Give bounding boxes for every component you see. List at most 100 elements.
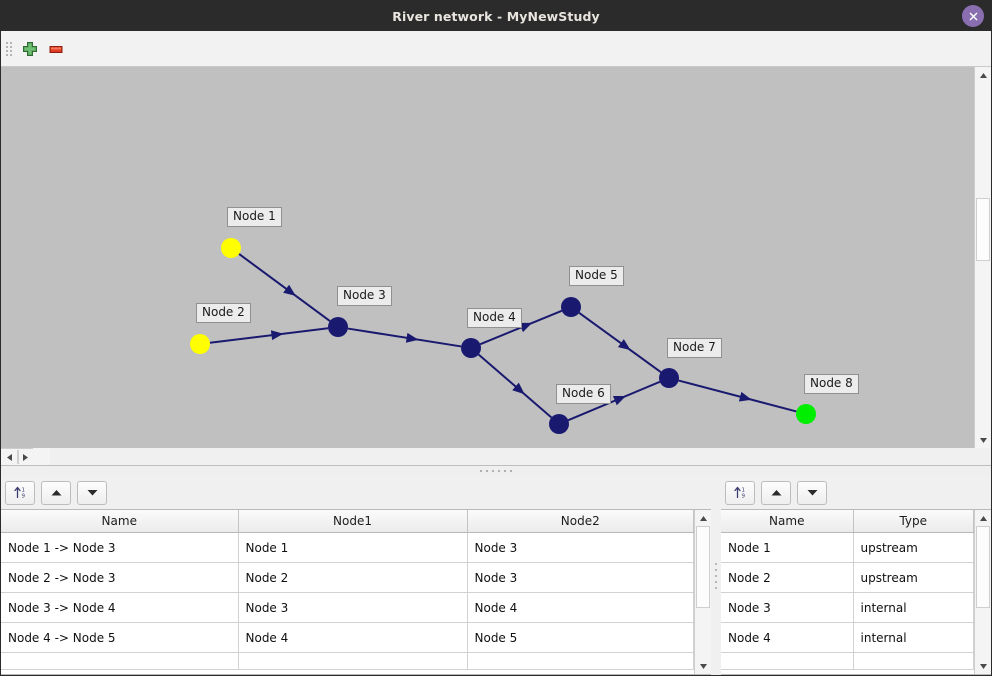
horizontal-splitter[interactable] bbox=[1, 465, 991, 476]
table-cell[interactable]: Node 4 bbox=[467, 592, 694, 623]
canvas-vertical-scrollbar[interactable] bbox=[974, 67, 991, 448]
branch-sort-button[interactable]: 1 9 bbox=[5, 480, 35, 505]
table-cell[interactable]: Node 2 -> Node 3 bbox=[1, 562, 239, 593]
branch-scroll-thumb[interactable] bbox=[696, 526, 710, 608]
column-header[interactable]: Type bbox=[853, 510, 974, 533]
table-cell[interactable]: Node 1 -> Node 3 bbox=[1, 532, 239, 563]
table-cell[interactable]: Node 1 bbox=[721, 532, 854, 563]
edge-line[interactable] bbox=[578, 312, 662, 373]
table-cell[interactable]: upstream bbox=[853, 562, 974, 593]
add-node-button[interactable] bbox=[17, 36, 43, 62]
node-scroll-track[interactable] bbox=[975, 526, 991, 658]
scroll-down-button[interactable] bbox=[975, 432, 991, 448]
node-label[interactable]: Node 5 bbox=[569, 266, 624, 286]
arrow-up-icon bbox=[771, 490, 781, 496]
branch-scroll-down-button[interactable] bbox=[695, 658, 711, 674]
table-cell[interactable]: Node 3 bbox=[721, 592, 854, 623]
table-cell[interactable]: internal bbox=[853, 622, 974, 653]
branch-table-scrollbar[interactable] bbox=[694, 510, 711, 674]
node-scroll-down-button[interactable] bbox=[975, 658, 991, 674]
edge-line[interactable] bbox=[347, 327, 462, 348]
node-scroll-thumb[interactable] bbox=[976, 526, 990, 608]
network-node[interactable] bbox=[461, 338, 481, 358]
network-node[interactable] bbox=[549, 414, 569, 434]
table-cell[interactable]: Node 3 bbox=[467, 562, 694, 593]
edge-line[interactable] bbox=[678, 379, 797, 413]
table-cell[interactable]: Node 3 bbox=[467, 532, 694, 563]
remove-node-button[interactable] bbox=[43, 36, 69, 62]
network-canvas[interactable]: Node 1 Node 2 Node 3 Node 4 Node 5 Node 6 Node… bbox=[1, 67, 974, 448]
node-sort-button[interactable]: 1 9 bbox=[725, 480, 755, 505]
edge-line[interactable] bbox=[209, 327, 329, 344]
table-cell[interactable]: Node 4 bbox=[238, 622, 468, 653]
branch-scroll-track[interactable] bbox=[695, 526, 711, 658]
network-node[interactable] bbox=[796, 404, 816, 424]
node-table-scrollbar[interactable] bbox=[974, 510, 991, 674]
table-cell-empty[interactable] bbox=[721, 652, 854, 670]
close-button[interactable] bbox=[962, 5, 984, 27]
column-header[interactable]: Node2 bbox=[467, 510, 694, 533]
edge-line[interactable] bbox=[238, 253, 331, 322]
table-cell[interactable]: Node 3 bbox=[238, 592, 468, 623]
column-header[interactable]: Name bbox=[721, 510, 854, 533]
node-label[interactable]: Node 1 bbox=[227, 207, 282, 227]
table-cell-empty[interactable] bbox=[853, 652, 974, 670]
node-row-empty[interactable] bbox=[721, 652, 974, 670]
canvas-vscroll-thumb[interactable] bbox=[976, 198, 990, 261]
table-cell[interactable]: Node 5 bbox=[467, 622, 694, 653]
node-label[interactable]: Node 4 bbox=[467, 308, 522, 328]
edge-line[interactable] bbox=[567, 380, 661, 422]
node-move-down-button[interactable] bbox=[797, 480, 827, 505]
network-node[interactable] bbox=[221, 238, 241, 258]
table-cell-empty[interactable] bbox=[467, 652, 694, 670]
canvas-vscroll-track[interactable] bbox=[975, 83, 991, 432]
node-move-up-button[interactable] bbox=[761, 480, 791, 505]
vertical-splitter[interactable] bbox=[711, 476, 721, 675]
scroll-up-button[interactable] bbox=[975, 67, 991, 83]
canvas-hscroll-thumb[interactable] bbox=[17, 450, 19, 464]
table-cell[interactable]: internal bbox=[853, 592, 974, 623]
column-header[interactable]: Name bbox=[1, 510, 239, 533]
node-label[interactable]: Node 3 bbox=[337, 286, 392, 306]
table-cell-empty[interactable] bbox=[1, 652, 239, 670]
table-cell[interactable]: Node 1 bbox=[238, 532, 468, 563]
scroll-left-button[interactable] bbox=[1, 449, 17, 465]
toolbar-drag-handle[interactable] bbox=[4, 38, 13, 60]
network-node[interactable] bbox=[328, 317, 348, 337]
table-cell[interactable]: Node 4 bbox=[721, 622, 854, 653]
branch-row-empty[interactable] bbox=[1, 652, 694, 670]
network-node[interactable] bbox=[561, 297, 581, 317]
branch-move-down-button[interactable] bbox=[77, 480, 107, 505]
node-label[interactable]: Node 7 bbox=[667, 338, 722, 358]
network-node[interactable] bbox=[659, 368, 679, 388]
node-label[interactable]: Node 6 bbox=[556, 384, 611, 404]
table-cell[interactable]: upstream bbox=[853, 532, 974, 563]
table-cell[interactable]: Node 4 -> Node 5 bbox=[1, 622, 239, 653]
canvas-horizontal-scrollbar[interactable] bbox=[1, 448, 33, 465]
column-header[interactable]: Node1 bbox=[238, 510, 468, 533]
edge-line[interactable] bbox=[477, 353, 553, 419]
table-cell[interactable]: Node 2 bbox=[238, 562, 468, 593]
network-node[interactable] bbox=[190, 334, 210, 354]
node-label[interactable]: Node 8 bbox=[804, 374, 859, 394]
node-scroll-up-button[interactable] bbox=[975, 510, 991, 526]
branch-scroll-up-button[interactable] bbox=[695, 510, 711, 526]
node-label[interactable]: Node 2 bbox=[196, 303, 251, 323]
branch-move-up-button[interactable] bbox=[41, 480, 71, 505]
table-cell-empty[interactable] bbox=[238, 652, 468, 670]
scroll-right-button[interactable] bbox=[17, 449, 33, 465]
table-cell[interactable]: Node 2 bbox=[721, 562, 854, 593]
table-cell[interactable]: Node 3 -> Node 4 bbox=[1, 592, 239, 623]
